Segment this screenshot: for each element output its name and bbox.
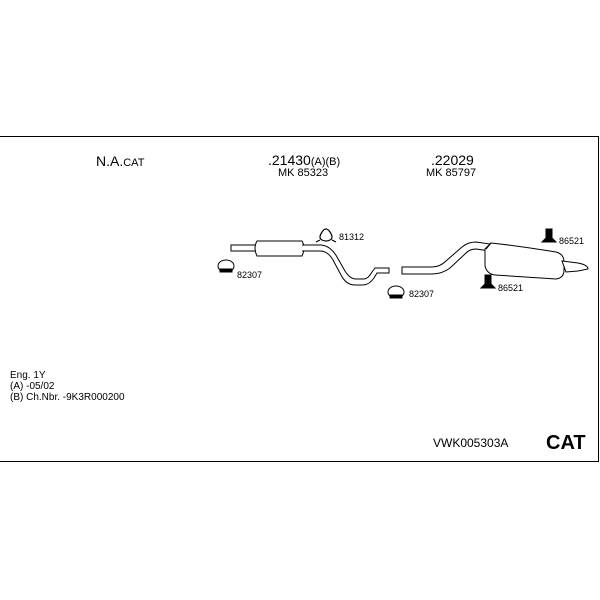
diagram-frame <box>0 136 599 462</box>
part-label-86521-bottom[interactable]: 86521 <box>498 283 524 293</box>
mk-85797: MK 85797 <box>426 167 477 179</box>
rubber-mount-icon <box>315 228 337 243</box>
part-label-82307-left[interactable]: 82307 <box>237 270 263 280</box>
kit-code: VWK005303A <box>433 436 509 450</box>
header-na-label: N.A. <box>96 153 124 169</box>
cat-label: CAT <box>546 432 586 454</box>
part-label-82307-mid[interactable]: 82307 <box>409 289 435 299</box>
part-number-22029: .22029 <box>431 152 474 168</box>
application-notes: Eng. 1Y (A) -05/02 (B) Ch.Nbr. -9K3R0002… <box>10 370 125 403</box>
note-engine: Eng. 1Y <box>10 370 46 381</box>
rear-silencer-section[interactable] <box>401 241 589 280</box>
part-label-86521-top[interactable]: 86521 <box>559 236 585 246</box>
hanger-icon <box>479 274 497 289</box>
middle-pipe-section[interactable] <box>230 240 390 286</box>
clamp-icon <box>387 285 405 299</box>
header-cat-suffix: CAT <box>123 157 145 169</box>
part-number-21430: .21430 <box>268 152 311 168</box>
part-label-81312[interactable]: 81312 <box>339 232 365 242</box>
hanger-icon <box>540 228 558 243</box>
header-part-22029[interactable]: .22029 <box>431 152 474 168</box>
part-variant-suffix: (A)(B) <box>310 156 341 168</box>
clamp-icon <box>217 259 235 273</box>
note-variant-a: (A) -05/02 <box>10 381 55 392</box>
mk-85323: MK 85323 <box>278 167 329 179</box>
header-part-21430[interactable]: .21430(A)(B) <box>268 152 340 168</box>
note-variant-b: (B) Ch.Nbr. -9K3R000200 <box>10 392 125 403</box>
header-na-cat: N.A.CAT <box>96 153 144 169</box>
